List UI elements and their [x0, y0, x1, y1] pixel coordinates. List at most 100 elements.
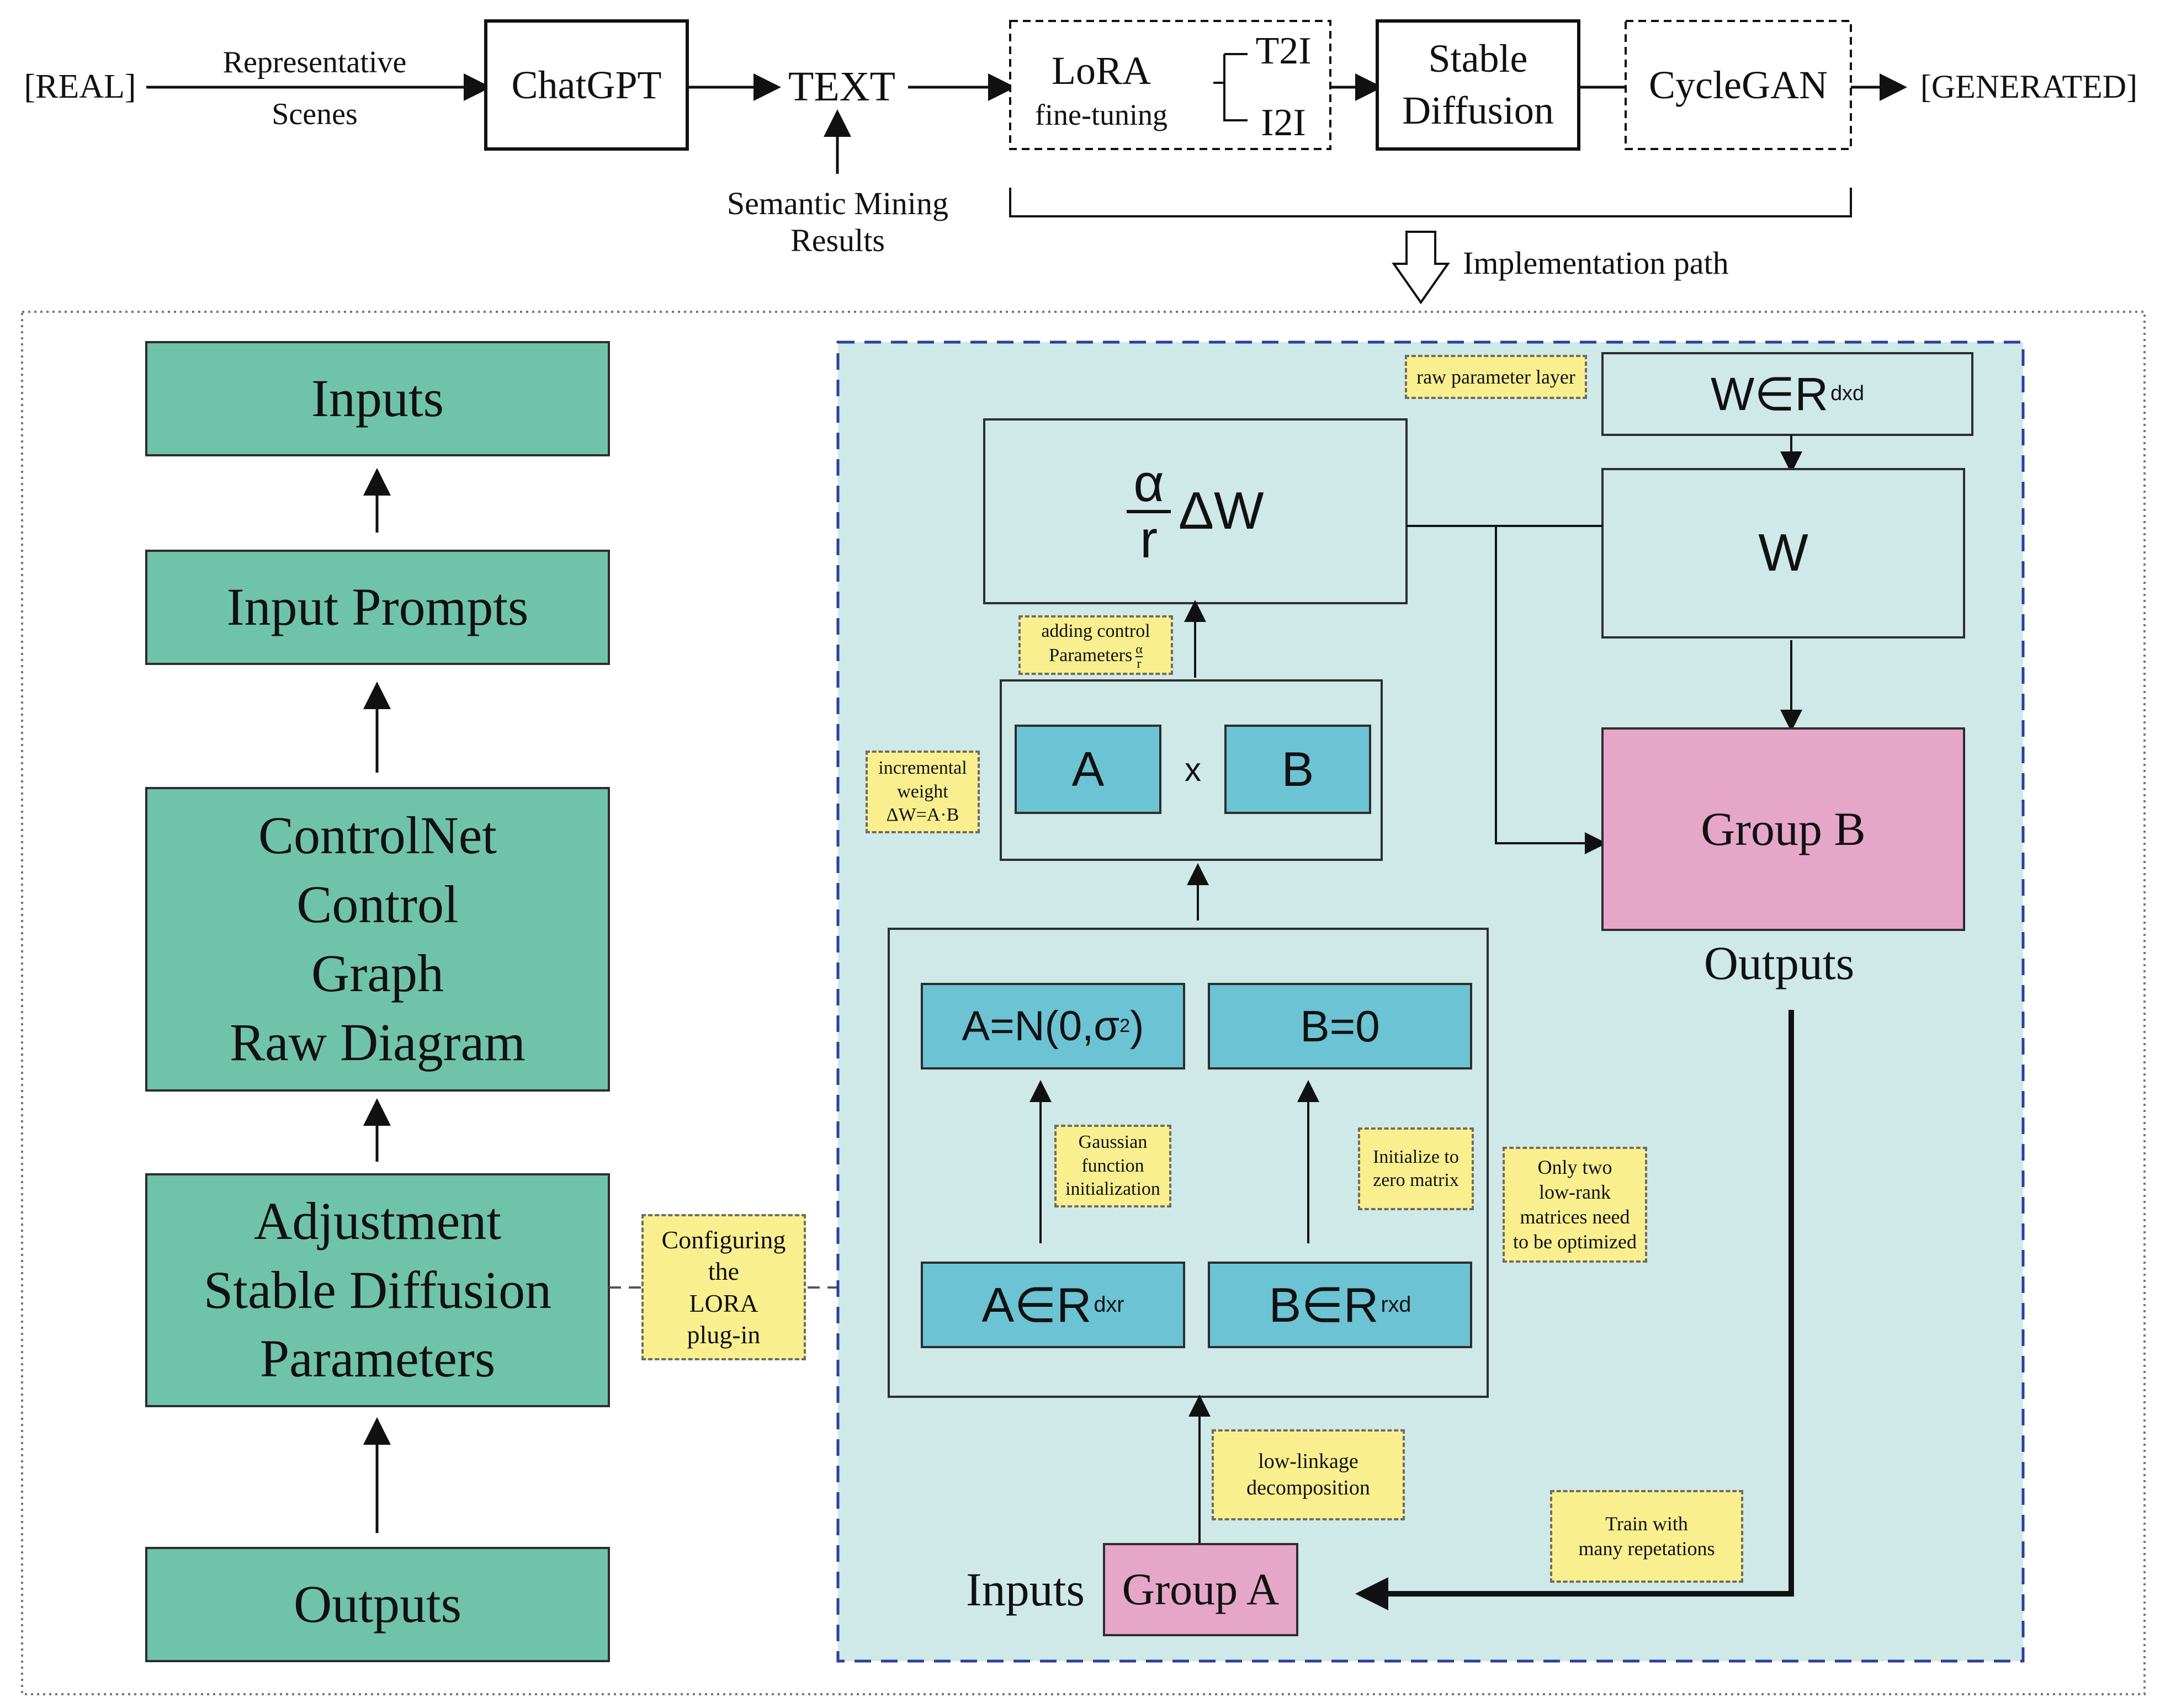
scaled-delta-w-box — [983, 418, 1408, 604]
gaussian-init-note: Gaussian function initialization — [1054, 1125, 1171, 1207]
b-init-box — [1208, 983, 1472, 1070]
cyclegan-label: CycleGAN — [1649, 62, 1828, 107]
a-init-text: A=N(0,σ — [962, 1002, 1120, 1050]
train-line-1: Train with — [1605, 1513, 1688, 1535]
adjustment-line-2: Stable Diffusion — [203, 1260, 552, 1319]
zero-line-1: Initialize to — [1373, 1146, 1459, 1167]
representative-line-1: Representative — [222, 45, 407, 79]
only-two-line-1: Only two — [1537, 1156, 1612, 1178]
lora-branch-i2i — [1223, 83, 1248, 121]
a-def-sup: dxr — [1094, 1292, 1124, 1317]
left-adjustment-label: Adjustment Stable Diffusion Parameters — [146, 1174, 609, 1406]
real-label: [REAL] — [24, 67, 136, 105]
a-matrix-box — [1015, 725, 1161, 814]
semantic-mining-label: Semantic Mining Results — [696, 175, 980, 269]
b-init-label: B=0 — [1300, 1001, 1380, 1051]
text-label: TEXT — [788, 63, 896, 110]
detail-outer-frame — [21, 311, 2146, 1695]
configuring-line-2: the — [708, 1257, 740, 1285]
semantic-line-1: Semantic Mining — [726, 185, 949, 222]
left-input-prompts-label: Input Prompts — [226, 577, 529, 637]
w-label: W — [1758, 523, 1808, 583]
chatgpt-label: ChatGPT — [511, 62, 662, 107]
w-def-text: W∈R — [1710, 368, 1829, 420]
arrow-merge-to-groupb — [1495, 526, 1607, 854]
only-two-line-4: to be optimized — [1513, 1231, 1637, 1253]
a-init-box — [921, 983, 1185, 1070]
chatgpt-box — [484, 19, 689, 151]
alpha-over-r: α r — [1127, 456, 1171, 569]
b-matrix-label: B — [1281, 742, 1314, 797]
group-b-label: Group B — [1701, 802, 1866, 856]
generated-label: [GENERATED] — [1920, 68, 2138, 105]
a-matrix-label: A — [1071, 742, 1105, 797]
parameters-word: Parameters — [1049, 645, 1133, 666]
a-init-sup: 2 — [1119, 1015, 1131, 1036]
low-linkage-line-2: decomposition — [1246, 1476, 1370, 1499]
configuring-line-1: Configuring — [661, 1225, 786, 1254]
t2i-label: T2I — [1255, 29, 1312, 72]
configuring-line-4: plug-in — [687, 1321, 761, 1349]
train-line-2: many repetations — [1578, 1537, 1715, 1560]
left-controlnet-label: ControlNet Control Graph Raw Diagram — [146, 788, 609, 1090]
left-controlnet-box — [145, 787, 610, 1092]
zero-line-2: zero matrix — [1373, 1170, 1459, 1190]
left-adjustment-box — [145, 1173, 610, 1407]
alpha-symbol: α — [1127, 456, 1171, 513]
sd-line-1: Stable — [1428, 36, 1528, 81]
left-inputs-label: Inputs — [311, 369, 444, 428]
controlnet-line-2: Control — [296, 875, 459, 934]
group-b-box — [1601, 727, 1965, 931]
incremental-line-3: ΔW=A·B — [886, 805, 959, 826]
scaled-delta-w-label: α r ΔW — [984, 419, 1407, 603]
arrow-outputs-to-groupa — [1355, 1010, 1794, 1610]
raw-parameter-note: raw parameter layer — [1405, 355, 1587, 399]
incremental-weight-note: incremental weight ΔW=A·B — [866, 751, 980, 833]
i2i-label: I2I — [1261, 101, 1306, 144]
r-symbol: r — [1140, 509, 1158, 569]
semantic-line-2: Results — [790, 222, 885, 258]
controlnet-line-1: ControlNet — [258, 806, 497, 865]
left-input-prompts-box — [145, 550, 610, 665]
lora-box — [1009, 20, 1331, 150]
only-two-line-2: low-rank — [1539, 1181, 1611, 1203]
implementation-path-label: Implementation path — [1463, 245, 1729, 281]
left-inputs-box — [145, 341, 610, 456]
w-box — [1601, 468, 1965, 638]
adjustment-line-1: Adjustment — [254, 1191, 501, 1251]
outputs-label: Outputs — [1703, 936, 1855, 989]
controlnet-line-4: Raw Diagram — [230, 1012, 526, 1072]
lora-label: LoRA — [1052, 48, 1151, 93]
configuring-line-3: LORA — [689, 1289, 758, 1317]
train-repetitions-note: Train with many repetations — [1550, 1490, 1743, 1583]
incremental-line-2: weight — [897, 781, 948, 802]
stable-diffusion-label: Stable Diffusion — [1377, 21, 1579, 149]
gaussian-line-1: Gaussian — [1078, 1132, 1148, 1153]
sd-line-2: Diffusion — [1402, 88, 1554, 132]
only-two-note: Only two low-rank matrices need to be op… — [1503, 1147, 1647, 1263]
low-linkage-note: low-linkage decomposition — [1212, 1429, 1405, 1520]
b-def-text: B∈R — [1269, 1277, 1379, 1332]
b-def-sup: rxd — [1381, 1292, 1411, 1317]
incremental-line-1: incremental — [878, 758, 967, 779]
adding-control-line-1: adding control — [1041, 620, 1150, 641]
lora-sub-label: fine-tuning — [1035, 98, 1167, 131]
controlnet-line-3: Graph — [311, 944, 444, 1003]
group-a-box — [1103, 1543, 1298, 1636]
mini-r: r — [1137, 657, 1142, 672]
representative-line-2: Scenes — [272, 97, 358, 131]
stable-diffusion-box — [1376, 19, 1580, 151]
mini-alpha: α — [1135, 642, 1143, 658]
left-outputs-label: Outputs — [293, 1574, 462, 1634]
left-outputs-box — [145, 1547, 610, 1662]
implementation-down-arrow — [1392, 231, 1450, 305]
w-definition-box — [1601, 352, 1973, 436]
